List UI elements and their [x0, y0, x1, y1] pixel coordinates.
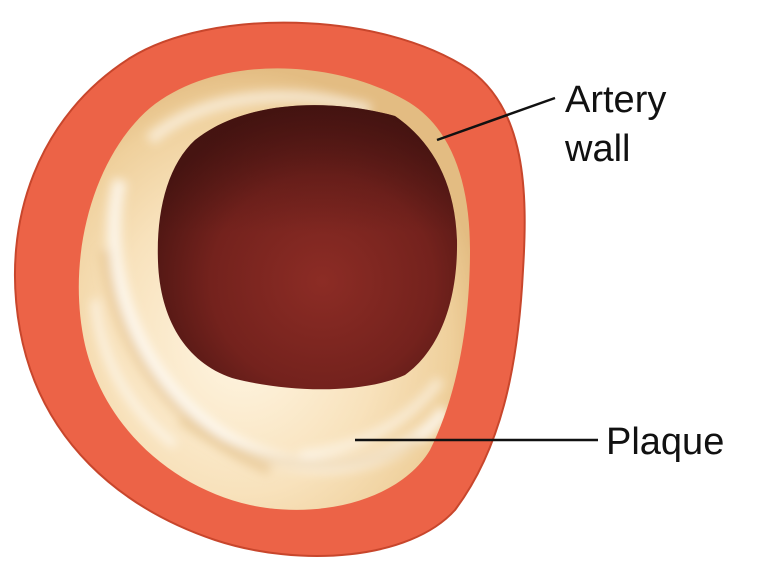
plaque-label: Plaque — [606, 420, 724, 465]
lumen-shading — [158, 105, 457, 389]
artery-wall-label-line-2: wall — [565, 127, 630, 172]
artery-wall-label-line-1: Artery — [565, 78, 666, 123]
